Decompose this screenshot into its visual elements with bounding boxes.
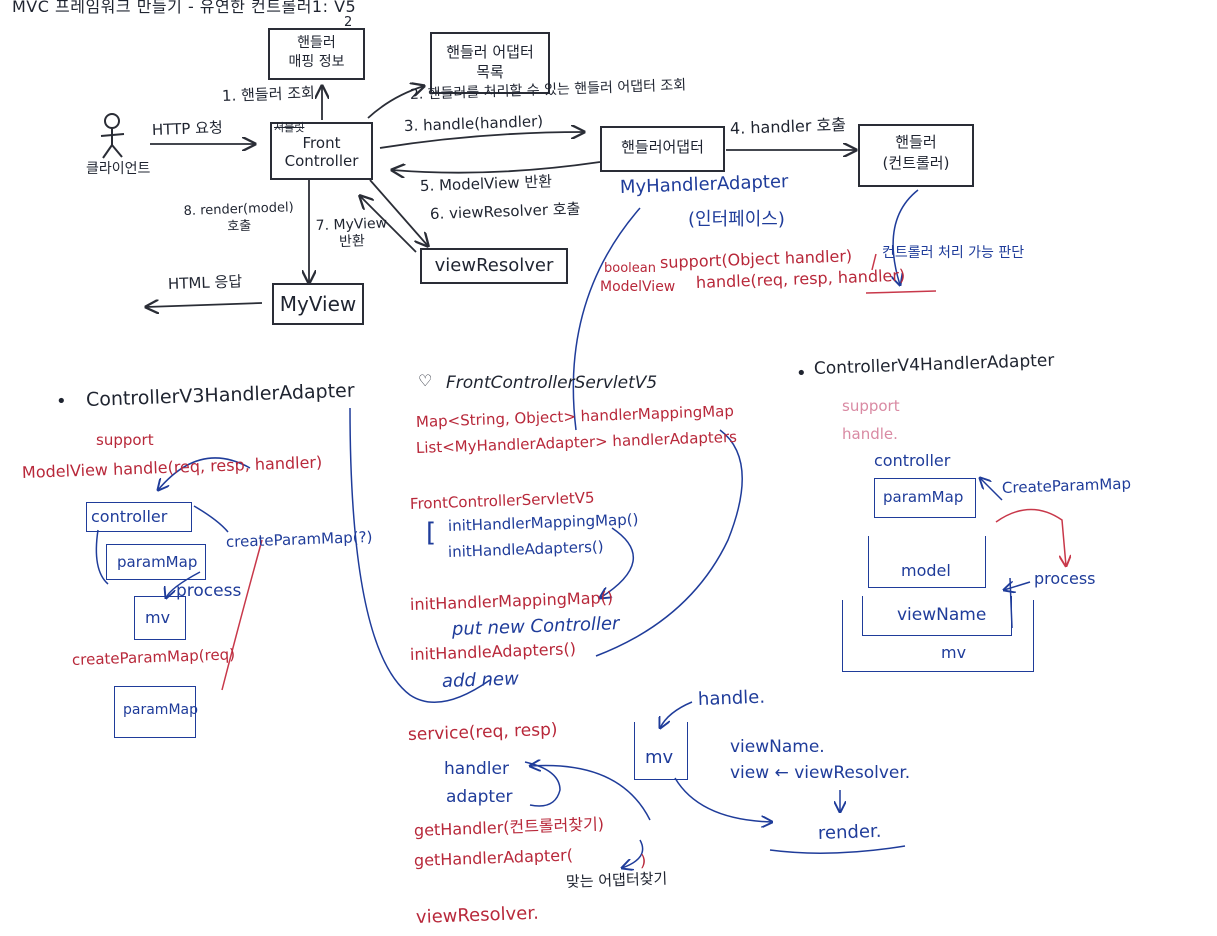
handler-adapter-list-box: 핸들러 어댑터 목록	[430, 32, 550, 94]
step6-arrow	[369, 179, 428, 246]
handler-adapter-label: 핸들러어댑터	[621, 138, 704, 156]
handler-adapter-box: 핸들러어댑터	[600, 126, 725, 172]
html-response-arrow	[146, 303, 263, 307]
v4-controller: controller	[874, 451, 951, 470]
servlet-title: FrontControllerServletV5	[446, 373, 658, 393]
v3-create-param-link	[193, 505, 229, 533]
v3-support: support	[96, 431, 154, 449]
handler-mapping-label: 핸들러 매핑 정보	[288, 35, 345, 70]
view-resolver-call: viewResolver.	[415, 902, 540, 928]
v4-process-arrow	[1004, 582, 1031, 590]
handler-mapping-box: 핸들러 매핑 정보	[268, 28, 365, 80]
view-resolver-label: viewResolver	[434, 255, 554, 276]
view-resolver-box: viewResolver	[420, 248, 568, 284]
v3-red-link	[221, 539, 263, 691]
service-adapter-word: adapter	[446, 787, 513, 807]
ctor-bracket-glyph: [	[426, 518, 437, 548]
v3-controller-label: controller	[91, 507, 168, 526]
handler-controller-label: 핸들러 (컨트롤러)	[882, 133, 950, 172]
v3-mv-label: mv	[145, 608, 171, 627]
find-adapter-arrow	[622, 839, 644, 868]
step2-arrow	[367, 86, 424, 119]
v3-controller-box: controller	[86, 502, 192, 532]
step3-arrow	[379, 132, 584, 149]
step-number-2: 2	[344, 15, 353, 30]
v3-process: process	[176, 581, 242, 601]
v4-mv-box: mv	[842, 600, 1034, 672]
v3-param-map2-label: paramMap	[123, 702, 198, 718]
handler-adapter-list-label: 핸들러 어댑터 목록	[446, 43, 534, 82]
v4-create-param-arrow	[980, 478, 1003, 501]
method-note-bracket	[871, 253, 877, 271]
v4-view-name-label: viewName	[897, 605, 987, 625]
v4-model-box: model	[868, 536, 986, 588]
v4-param-map-label: paramMap	[883, 488, 964, 506]
client-label: 클라이언트	[86, 161, 151, 177]
method1-prefix: boolean	[604, 261, 656, 276]
mv-to-adapter-link	[530, 765, 651, 821]
my-view-box: MyView	[272, 283, 364, 325]
handler-underline	[865, 290, 937, 294]
service-render: render.	[817, 820, 882, 844]
v3-bullet: •	[56, 391, 67, 412]
v3-handle-loop	[158, 457, 251, 490]
handler-controller-box: 핸들러 (컨트롤러)	[858, 124, 974, 187]
service-view-line: view ← viewResolver.	[730, 763, 911, 783]
step7-label: 7. MyView 반환	[315, 215, 388, 250]
heart-icon: ♡	[418, 371, 433, 390]
v4-param-map-box: paramMap	[874, 478, 976, 518]
init-calls-bracket	[600, 527, 635, 598]
step5-arrow	[392, 161, 601, 173]
page-title: MVC 프레임워크 만들기 - 유연한 컨트롤러1: V5	[12, 0, 357, 16]
v4-mv-label: mv	[941, 643, 967, 662]
handler-to-interface-link	[893, 189, 919, 285]
front-controller-box: 서블릿 Front Controller	[270, 121, 373, 180]
v4-model-label: model	[901, 561, 951, 580]
service-mv-box: mv	[634, 722, 688, 780]
interface-to-servlet-link	[572, 207, 641, 431]
method2-prefix: ModelView	[600, 279, 676, 295]
step1-label: 1. 핸들러 조회	[221, 83, 316, 105]
v3-mv-box: mv	[134, 596, 186, 640]
v3-param-map2-box: paramMap	[114, 686, 198, 738]
service-view-name: viewName.	[730, 737, 825, 757]
method1-note: 컨트롤러 처리 가능 판단	[882, 245, 1025, 261]
add-new-note: add new	[441, 668, 520, 692]
v3-param-map-label: paramMap	[117, 553, 198, 571]
step7-arrow	[360, 196, 417, 253]
my-view-label: MyView	[279, 292, 357, 316]
render-underline	[769, 845, 906, 854]
v3-to-servlet-link	[349, 407, 491, 703]
html-response-label: HTML 응답	[167, 272, 243, 293]
front-controller-strike: 서블릿	[274, 121, 305, 134]
v4-bullet: •	[796, 363, 807, 384]
handle-to-mv-arrow	[660, 701, 693, 728]
service-handle-note: handle.	[697, 686, 766, 710]
service-mv-label: mv	[645, 747, 674, 768]
find-adapter-note: 맞는 어댑터찾기	[565, 869, 668, 891]
v4-process: process	[1034, 569, 1096, 588]
v4-view-name-box: viewName	[862, 596, 1012, 636]
http-request-label: HTTP 요청	[151, 118, 224, 139]
v4-handle: handle.	[842, 425, 898, 443]
stick-figure-icon	[100, 113, 125, 159]
front-controller-label: Front Controller	[284, 134, 359, 170]
fields-to-init-link	[595, 429, 743, 657]
mv-to-render-arrow	[674, 777, 772, 822]
interface-subtitle: (인터페이스)	[688, 209, 785, 230]
v3-controller-bracket	[95, 529, 109, 585]
adapter-loop	[524, 761, 561, 807]
get-handler-adapter-close: )	[640, 851, 647, 870]
step4-label: 4. handler 호출	[729, 114, 847, 138]
step8-label: 8. render(model) 호출	[183, 200, 294, 235]
v4-support: support	[842, 397, 900, 415]
v4-red-arrow	[995, 508, 1066, 566]
v3-param-map-box: paramMap	[106, 544, 206, 580]
service-handler-word: handler	[444, 759, 509, 779]
